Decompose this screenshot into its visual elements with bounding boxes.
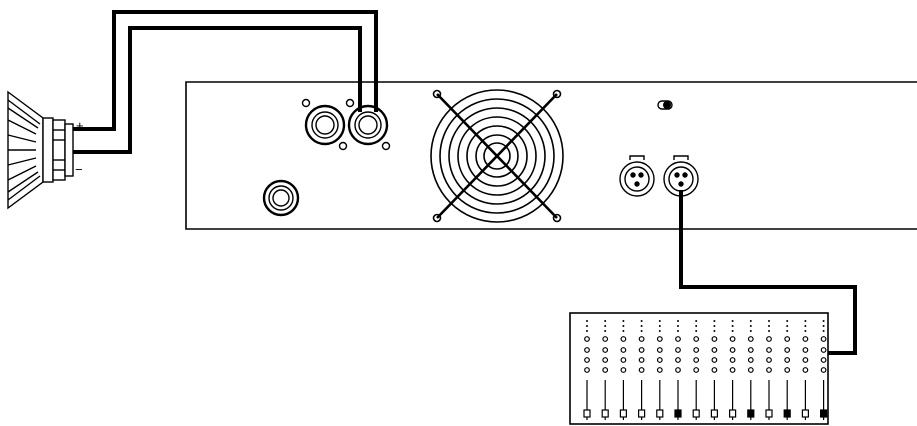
power-inlet (262, 179, 300, 217)
mixer-channel-strip (601, 320, 609, 420)
mixer-channel-strip (674, 320, 682, 420)
toggle-switch (657, 100, 673, 110)
mixer-channel-strip (747, 320, 755, 420)
mixer-channel-strip (801, 320, 810, 420)
amplifier-rear-panel (185, 81, 917, 230)
mixing-console (569, 312, 829, 425)
speakon-output-2 (345, 98, 391, 151)
speaker-plus-label: + (76, 118, 84, 133)
mixer-channel-strip (692, 320, 700, 420)
xlr-input-1 (619, 155, 655, 197)
speaker-cable-negative (72, 26, 362, 154)
mixer-channel-strip (656, 320, 664, 420)
mixer-channel-strip (819, 320, 828, 420)
speaker-cable (72, 10, 378, 154)
speakon-output-1 (301, 98, 348, 151)
loudspeaker (7, 90, 74, 210)
mixer-channel-strip (765, 320, 773, 420)
mixer-channel-strip (637, 320, 646, 420)
speaker-cable-positive (72, 10, 378, 131)
mixer-channel-strip (583, 320, 591, 420)
cooling-fan-grille (430, 89, 564, 223)
mixer-channel-strip (783, 320, 791, 420)
speaker-minus-label: − (75, 162, 83, 177)
mixer-channel-strip (710, 320, 719, 420)
input-cable (679, 190, 857, 355)
mixer-channel-strip (728, 320, 737, 420)
mixer-channel-strip (619, 320, 628, 420)
mixer-channels (583, 320, 828, 420)
